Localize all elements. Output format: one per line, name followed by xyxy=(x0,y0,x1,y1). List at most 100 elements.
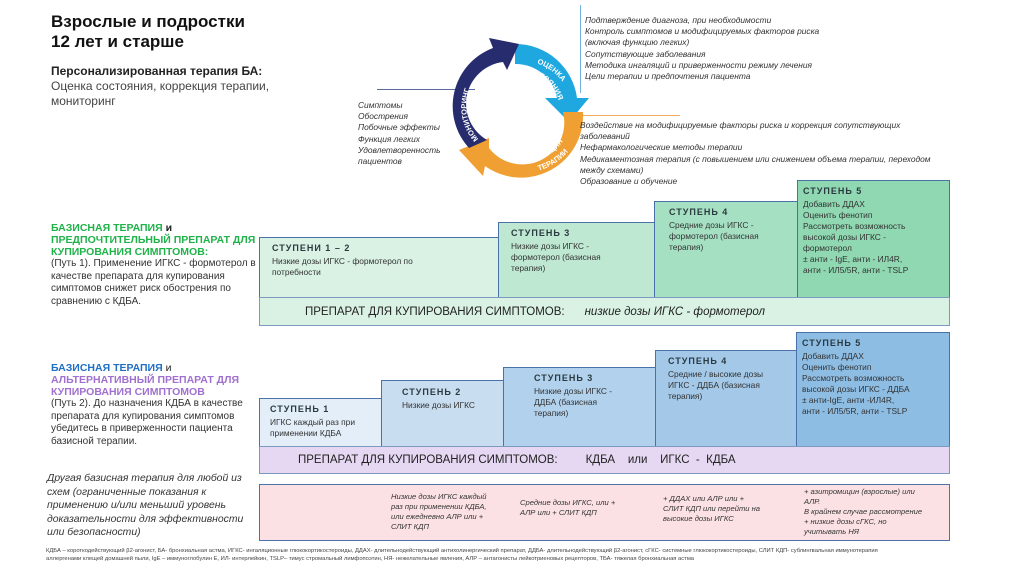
step-line: анти - ИЛ5/5R, анти - TSLP xyxy=(802,406,908,416)
step-line: Средние дозы ИГКС - xyxy=(669,220,754,230)
option-line: В крайнем случае рассмотрение xyxy=(804,507,923,516)
step-title: СТУПЕНЬ 3 xyxy=(511,228,571,238)
adjustment-connector-line xyxy=(580,115,680,116)
monitoring-item: Побочные эффекты xyxy=(358,122,440,133)
assessment-item: Контроль симптомов и модифицируемых факт… xyxy=(585,26,820,37)
step-line: ± анти-IgE, анти -ИЛ4R, xyxy=(802,395,895,405)
abbreviations-footnote: КДБА – короткодействующий β2-агонист, БА… xyxy=(46,547,1006,563)
subtitle-text: Оценка состояния, коррекция терапии, мон… xyxy=(51,79,270,108)
track1-description: БАЗИСНАЯ ТЕРАПИЯ и ПРЕДПОЧТИТЕЛЬНЫЙ ПРЕП… xyxy=(51,222,261,308)
adjustment-item: Нефармакологические методы терапии xyxy=(580,142,743,153)
track1-heading-and: и xyxy=(162,222,173,234)
track1-heading: БАЗИСНАЯ ТЕРАПИЯ и ПРЕДПОЧТИТЕЛЬНЫЙ ПРЕП… xyxy=(51,222,261,258)
other-option-step-3: Средние дозы ИГКС, или + АЛР или + СЛИТ … xyxy=(520,498,645,518)
monitoring-item: Симптомы xyxy=(358,100,403,110)
option-line: СЛИТ КДП xyxy=(391,522,429,531)
title-line-2: 12 лет и старше xyxy=(51,32,184,51)
reliever-value: низкие дозы ИГКС - формотерол xyxy=(584,305,766,318)
step-line: формотерол (базисная xyxy=(669,231,759,241)
step-line: потребности xyxy=(272,267,321,277)
track2-step-5: СТУПЕНЬ 5 Добавить ДДАХ Оценить фенотип … xyxy=(796,332,950,448)
option-line: + азитромицин (взрослые) или xyxy=(804,487,915,496)
cycle-segment-adjustment xyxy=(459,112,584,178)
option-line: раз при применении КДБА, xyxy=(391,502,487,511)
option-line: СЛИТ КДП или перейти на xyxy=(663,504,761,513)
subtitle-heading: Персонализированная терапия БА: xyxy=(51,64,263,78)
adjustment-list: Воздействие на модифицируемые факторы ри… xyxy=(580,120,1000,187)
step-line: Добавить ДДАХ xyxy=(803,199,865,209)
step-line: анти - ИЛ5/5R, анти - TSLP xyxy=(803,265,909,275)
track2-step-2: СТУПЕНЬ 2 Низкие дозы ИГКС xyxy=(381,380,505,448)
adjustment-item: Воздействие на модифицируемые факторы ри… xyxy=(580,120,901,130)
assessment-item: Сопутствующие заболевания xyxy=(585,48,706,59)
track2-step-1: СТУПЕНЬ 1 ИГКС каждый раз при применении… xyxy=(259,398,383,448)
step-title: СТУПЕНЬ 5 xyxy=(802,338,862,348)
adjustment-item: Образование и обучение xyxy=(580,176,678,187)
step-line: ДДБА (базисная терапия) xyxy=(534,397,598,418)
care-cycle-diagram: ОЦЕНКА СОСТОЯНИЯ КОРРЕКЦИЯ ТЕРАПИИ МОНИТ… xyxy=(452,38,589,178)
step-line: формотерол xyxy=(803,243,852,253)
step-line: Средние / высокие дозы xyxy=(668,369,764,379)
step-line: Низкие дозы ИГКС - xyxy=(511,241,590,251)
track2-description: БАЗИСНАЯ ТЕРАПИЯ и АЛЬТЕРНАТИВНЫЙ ПРЕПАР… xyxy=(51,362,266,448)
track2-step-4: СТУПЕНЬ 4 Средние / высокие дозы ИГКС - … xyxy=(655,350,798,448)
option-line: высокие дозы ИГКС xyxy=(663,514,734,523)
option-line: Низкие дозы ИГКС каждый xyxy=(391,492,487,501)
track2-step-3: СТУПЕНЬ 3 Низкие дозы ИГКС - ДДБА (базис… xyxy=(503,367,657,448)
assessment-item: Цели терапии и предпочтения пациента xyxy=(585,71,751,82)
step-line: Рассмотреть возможность xyxy=(802,373,905,383)
track2-heading-reliever: АЛЬТЕРНАТИВНЫЙ ПРЕПАРАТ ДЛЯ КУПИРОВАНИЯ … xyxy=(51,374,240,398)
monitoring-item: Удовлетворенность xyxy=(358,144,441,155)
step-title: СТУПЕНЬ 2 xyxy=(402,387,462,397)
step-line: ИГКС каждый раз при xyxy=(270,417,355,427)
step-line: высокой дозы ИГКС - xyxy=(803,232,886,242)
track1-reliever-bar: ПРЕПАРАТ ДЛЯ КУПИРОВАНИЯ СИМПТОМОВ: низк… xyxy=(259,297,950,326)
step-line: Низкие дозы ИГКС - формотерол по xyxy=(272,256,413,266)
track2-heading-controller: БАЗИСНАЯ ТЕРАПИЯ xyxy=(51,362,163,374)
step-title: СТУПЕНЬ 3 xyxy=(534,373,594,383)
step-line: терапия) xyxy=(669,242,704,252)
step-line: применении КДБА xyxy=(270,428,342,438)
assessment-list: Подтверждение диагноза, при необходимост… xyxy=(585,15,885,82)
step-title: СТУПЕНИ 1 – 2 xyxy=(272,243,351,253)
title-line-1: Взрослые и подростки xyxy=(51,12,245,31)
monitoring-item: Обострения xyxy=(358,111,409,122)
track2-heading: БАЗИСНАЯ ТЕРАПИЯ и АЛЬТЕРНАТИВНЫЙ ПРЕПАР… xyxy=(51,362,266,398)
other-option-step-4: + ДДАХ или АЛР или + СЛИТ КДП или перейт… xyxy=(663,494,788,524)
step-line: терапия) xyxy=(511,263,546,273)
step-line: терапия) xyxy=(668,391,703,401)
assessment-item: Подтверждение диагноза, при необходимост… xyxy=(585,15,772,25)
step-line: высокой дозы ИГКС - ДДБА xyxy=(802,384,910,394)
option-line: + низкие дозы сГКС, но xyxy=(804,517,887,526)
step-title: СТУПЕНЬ 5 xyxy=(803,186,863,196)
step-line: Оценить фенотип xyxy=(803,210,873,220)
other-controller-box: Низкие дозы ИГКС каждый раз при применен… xyxy=(259,484,950,541)
track2-reliever-bar: ПРЕПАРАТ ДЛЯ КУПИРОВАНИЯ СИМПТОМОВ: КДБА… xyxy=(259,446,950,474)
track1-heading-controller: БАЗИСНАЯ ТЕРАПИЯ xyxy=(51,222,163,234)
assessment-connector-line xyxy=(580,5,581,93)
track1-heading-reliever: ПРЕДПОЧТИТЕЛЬНЫЙ ПРЕПАРАТ ДЛЯ КУПИРОВАНИ… xyxy=(51,234,256,258)
step-title: СТУПЕНЬ 1 xyxy=(270,404,330,414)
step-line: формотерол (базисная xyxy=(511,252,601,262)
step-line: Рассмотреть возможность xyxy=(803,221,906,231)
assessment-item: (включая функцию легких) xyxy=(585,37,690,48)
cycle-segment-monitoring xyxy=(452,38,519,148)
track1-step-3: СТУПЕНЬ 3 Низкие дозы ИГКС - формотерол … xyxy=(498,222,656,299)
other-controller-description: Другая базисная терапия для любой из схе… xyxy=(47,473,244,538)
option-line: или ежедневно АЛР или + xyxy=(391,512,484,521)
option-line: учитывать НЯ xyxy=(804,527,859,536)
track1-step-4: СТУПЕНЬ 4 Средние дозы ИГКС - формотерол… xyxy=(654,201,799,299)
track1-text: (Путь 1). Применение ИГКС - формотерол в… xyxy=(51,258,256,307)
monitoring-item: пациентов xyxy=(358,156,402,167)
adjustment-item: между схемами) xyxy=(580,164,644,175)
track1-step-5: СТУПЕНЬ 5 Добавить ДДАХ Оценить фенотип … xyxy=(797,180,950,299)
step-line: Низкие дозы ИГКС xyxy=(402,400,475,410)
step-title: СТУПЕНЬ 4 xyxy=(669,207,729,217)
reliever-label: ПРЕПАРАТ ДЛЯ КУПИРОВАНИЯ СИМПТОМОВ: xyxy=(298,454,558,466)
monitoring-item: Функция легких xyxy=(358,133,420,144)
track2-heading-and: и xyxy=(162,362,172,374)
monitoring-list: Симптомы Обострения Побочные эффекты Фун… xyxy=(358,100,478,167)
step-line: Добавить ДДАХ xyxy=(802,351,864,361)
monitoring-connector-line xyxy=(377,89,475,90)
step-line: Оценить фенотип xyxy=(802,362,872,372)
